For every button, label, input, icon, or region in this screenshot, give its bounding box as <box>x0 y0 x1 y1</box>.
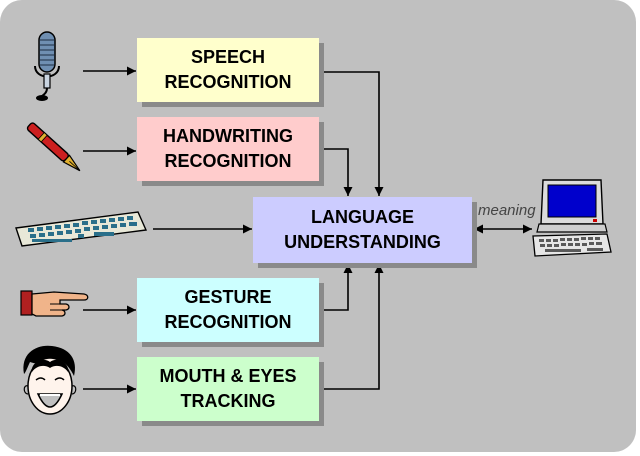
pen-icon <box>26 122 81 172</box>
language-understanding-box: LANGUAGE UNDERSTANDING <box>253 197 472 263</box>
computer-icon <box>532 179 612 257</box>
gesture-recognition-box: GESTURE RECOGNITION <box>137 278 319 342</box>
arrow-gesture-to-language <box>320 264 353 311</box>
microphone-icon <box>34 31 60 101</box>
meaning-label: meaning <box>478 202 536 219</box>
handwriting-recognition-label: HANDWRITING RECOGNITION <box>163 126 293 171</box>
speech-recognition-box: SPEECH RECOGNITION <box>137 38 319 102</box>
handwriting-recognition-box: HANDWRITING RECOGNITION <box>137 117 319 181</box>
mouth-eyes-tracking-box: MOUTH & EYES TRACKING <box>137 357 319 421</box>
pointing-hand-icon <box>20 290 89 317</box>
arrow-handwriting-to-language <box>320 148 353 196</box>
mouth-eyes-tracking-label: MOUTH & EYES TRACKING <box>159 366 297 411</box>
arrow-mouth-eyes-to-language <box>320 264 384 390</box>
keyboard-icon <box>15 211 148 247</box>
gesture-recognition-label: GESTURE RECOGNITION <box>164 287 292 332</box>
speech-recognition-label: SPEECH RECOGNITION <box>164 47 292 92</box>
arrow-speech-to-language <box>320 71 384 196</box>
language-understanding-label: LANGUAGE UNDERSTANDING <box>284 207 441 252</box>
face-icon <box>23 345 77 415</box>
